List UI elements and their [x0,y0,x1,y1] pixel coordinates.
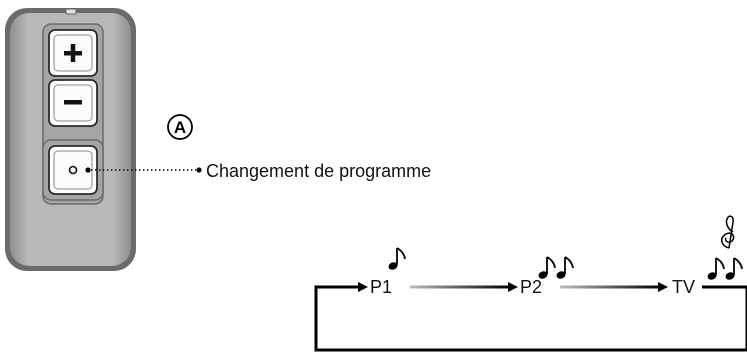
circle-icon [68,165,78,175]
treble-clef-and-notes-icon [707,215,743,280]
program-change-button[interactable] [42,139,104,201]
remote-top-notch [65,8,77,15]
arrow-tv-to-loop [702,285,747,289]
arrow-p2-to-tv [560,282,668,292]
step-label-p2: P2 [520,277,542,297]
remote-control [5,8,136,271]
minus-icon [64,100,82,105]
one-eighth-note-icon [388,247,406,270]
plus-icon [64,44,82,62]
two-eighth-notes-icon [538,256,574,279]
callout-marker-letter: A [174,118,186,137]
callout-label: Changement de programme [206,161,431,181]
volume-down-button[interactable] [48,79,98,127]
loop-return-line [314,285,747,352]
step-label-tv: TV [672,277,695,297]
step-label-p1: P1 [370,277,392,297]
program-cycle-loop [314,282,747,352]
volume-up-button[interactable] [48,29,98,77]
callout-marker-a: A [167,114,193,140]
loop-arrow-head [358,282,368,292]
callout-leader [85,167,202,173]
arrow-p1-to-p2 [410,282,518,292]
